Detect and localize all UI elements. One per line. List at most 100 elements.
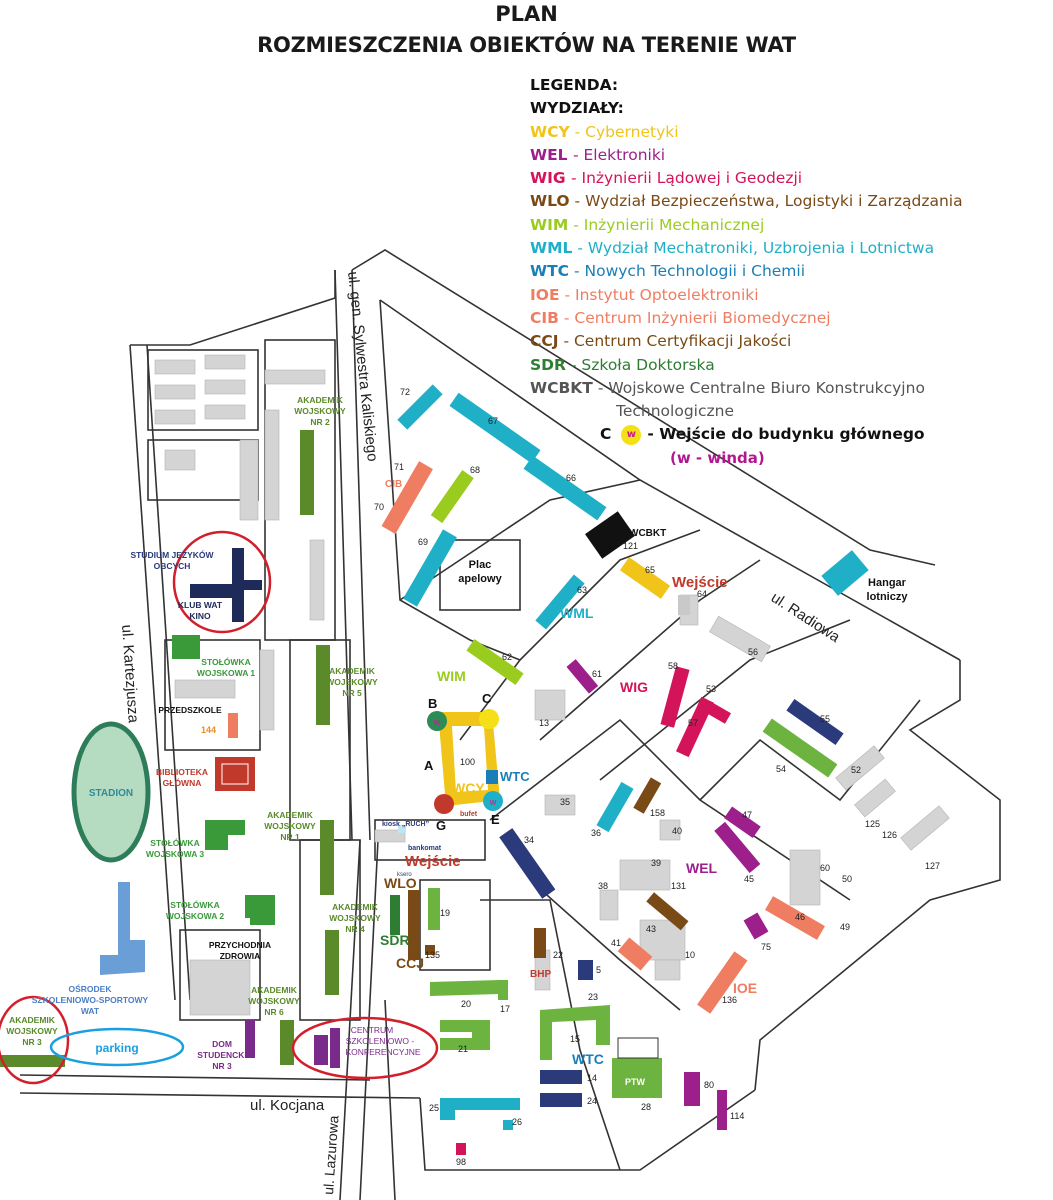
bldg-114 bbox=[717, 1090, 727, 1130]
label-ccj: CCJ bbox=[396, 955, 424, 971]
bldg-5 bbox=[578, 960, 593, 980]
grey-bldg-10 bbox=[264, 409, 280, 521]
centrum-l3: KONFERENCYJNE bbox=[345, 1047, 420, 1057]
hangar-l1: Hangar bbox=[868, 577, 907, 589]
road-kocjana-south bbox=[19, 1092, 421, 1099]
bldg-akad3 bbox=[0, 1055, 65, 1067]
grey-bldg-1 bbox=[154, 359, 196, 375]
circle-klub bbox=[172, 530, 272, 634]
bldg-ptw bbox=[612, 1058, 662, 1098]
centrum-l2: SZKOLENIOWO - bbox=[346, 1036, 415, 1046]
legend-item-name: - Inżynierii Lądowej i Geodezji bbox=[570, 169, 803, 188]
bldg-55 bbox=[786, 699, 844, 745]
road-lazurowa-east bbox=[359, 839, 379, 1200]
grey-bldg-2 bbox=[204, 354, 246, 370]
przychodnia-l1: PRZYCHODNIA bbox=[209, 940, 271, 950]
grey-bldg-3 bbox=[154, 384, 196, 400]
kiosk-label: kiosk „RUCH” bbox=[382, 821, 429, 828]
przychodnia-l2: ZDROWIA bbox=[220, 951, 261, 961]
legend-item-code: WIG bbox=[530, 169, 571, 188]
bldg-63 bbox=[535, 574, 585, 630]
bldg-23 bbox=[540, 1005, 610, 1060]
akad4-l1: AKADEMIK bbox=[332, 902, 379, 912]
num-46: 46 bbox=[795, 912, 805, 922]
bldg-158 bbox=[633, 777, 662, 814]
num-41: 41 bbox=[611, 938, 621, 948]
road-inner-2 bbox=[399, 479, 641, 601]
num-121: 121 bbox=[623, 541, 638, 551]
dom-l2: STUDENCKI bbox=[197, 1050, 247, 1060]
num-5: 5 bbox=[596, 965, 601, 975]
num-61: 61 bbox=[592, 669, 602, 679]
legend-item-code: CCJ bbox=[530, 332, 559, 351]
bldg-75 bbox=[743, 912, 769, 940]
akad1-l1: AKADEMIK bbox=[267, 810, 314, 820]
bldg-stol1 bbox=[172, 635, 200, 659]
num-98: 98 bbox=[456, 1157, 466, 1167]
entrance-dots: w w bbox=[427, 709, 503, 814]
road-inner-6 bbox=[489, 718, 851, 901]
entrance-b-dot bbox=[427, 711, 447, 731]
num-131: 131 bbox=[671, 881, 686, 891]
grey-bldg-13 bbox=[174, 679, 236, 699]
legend-item-name: - Centrum Certyfikacji Jakości bbox=[563, 332, 792, 351]
bldg-21 bbox=[440, 1020, 490, 1050]
num-35: 35 bbox=[560, 797, 570, 807]
ksero-label: ksero bbox=[397, 872, 412, 878]
num-55: 55 bbox=[820, 714, 830, 724]
legend-item-code: IOE bbox=[530, 285, 560, 304]
bldg-osrodek bbox=[100, 882, 145, 975]
num-38: 38 bbox=[598, 881, 608, 891]
map-title-line1: PLAN bbox=[495, 2, 558, 26]
grey-bldg-9 bbox=[239, 439, 259, 521]
bldg-17 bbox=[498, 980, 508, 1000]
legend-item-code: WCBKT bbox=[530, 378, 593, 397]
grey-bldg-21 bbox=[654, 959, 681, 981]
osrodek-l1: OŚRODEK bbox=[69, 983, 113, 994]
legend-winda: (w - winda) bbox=[670, 448, 765, 467]
akad2-l1: AKADEMIK bbox=[297, 395, 344, 405]
num-52: 52 bbox=[851, 765, 861, 775]
num-47: 47 bbox=[742, 810, 752, 820]
bldg-centrum bbox=[314, 1035, 328, 1065]
road-inner-9 bbox=[699, 699, 921, 802]
road-radiowa-north bbox=[351, 249, 936, 566]
akad4-l2: WOJSKOWY bbox=[329, 913, 381, 923]
block-west-1 bbox=[147, 349, 259, 431]
bldg-wtc bbox=[486, 770, 498, 784]
bldg-62 bbox=[466, 639, 524, 685]
num-64: 64 bbox=[697, 589, 707, 599]
bldg-wcbkt bbox=[585, 511, 635, 559]
bldg-wlo bbox=[408, 890, 420, 960]
num-40: 40 bbox=[672, 826, 682, 836]
legend-item-name: - Instytut Optoelektroniki bbox=[564, 285, 759, 304]
num-135: 135 bbox=[425, 950, 440, 960]
bankomat-label: bankomat bbox=[408, 845, 442, 852]
stol3-l2: WOJSKOWA 3 bbox=[146, 849, 205, 859]
entrance-dot-icon: w bbox=[621, 425, 642, 446]
bldg-centrum-2 bbox=[330, 1028, 340, 1068]
bldg-64 bbox=[678, 595, 690, 615]
legend-faculties-heading: WYDZIAŁY: bbox=[530, 99, 624, 118]
studium-l1: STUDIUM JĘZYKÓW bbox=[130, 549, 214, 560]
road-kartezjusza-west bbox=[129, 344, 176, 1001]
legend-item-name: - Wydział Mechatroniki, Uzbrojenia i Lot… bbox=[577, 239, 935, 258]
bldg-100-wcy bbox=[438, 712, 500, 806]
biblioteka-l1: BIBLIOTEKA bbox=[156, 767, 208, 777]
legend-item-wim: WIM - Inżynierii Mechanicznej bbox=[530, 214, 963, 237]
road-inner-8 bbox=[480, 899, 621, 1171]
entrance-g: G bbox=[436, 818, 446, 833]
bldg-akad2 bbox=[300, 430, 314, 515]
num-13: 13 bbox=[539, 718, 549, 728]
legend-item-name: - Centrum Inżynierii Biomedycznej bbox=[563, 308, 831, 327]
bldg-144 bbox=[228, 713, 238, 738]
num-23: 23 bbox=[588, 992, 598, 1002]
osrodek-l2: SZKOLENIOWO-SPORTOWY bbox=[32, 995, 149, 1005]
num-34: 34 bbox=[524, 835, 534, 845]
legend-item-cib: CIB - Centrum Inżynierii Biomedycznej bbox=[530, 307, 963, 330]
grey-bldg-25 bbox=[835, 745, 885, 791]
label-wtc: WTC bbox=[500, 769, 530, 784]
legend-item-code: WCY bbox=[530, 122, 570, 141]
entrance-b-w: w bbox=[433, 717, 441, 727]
grey-bldg-27 bbox=[900, 805, 950, 851]
